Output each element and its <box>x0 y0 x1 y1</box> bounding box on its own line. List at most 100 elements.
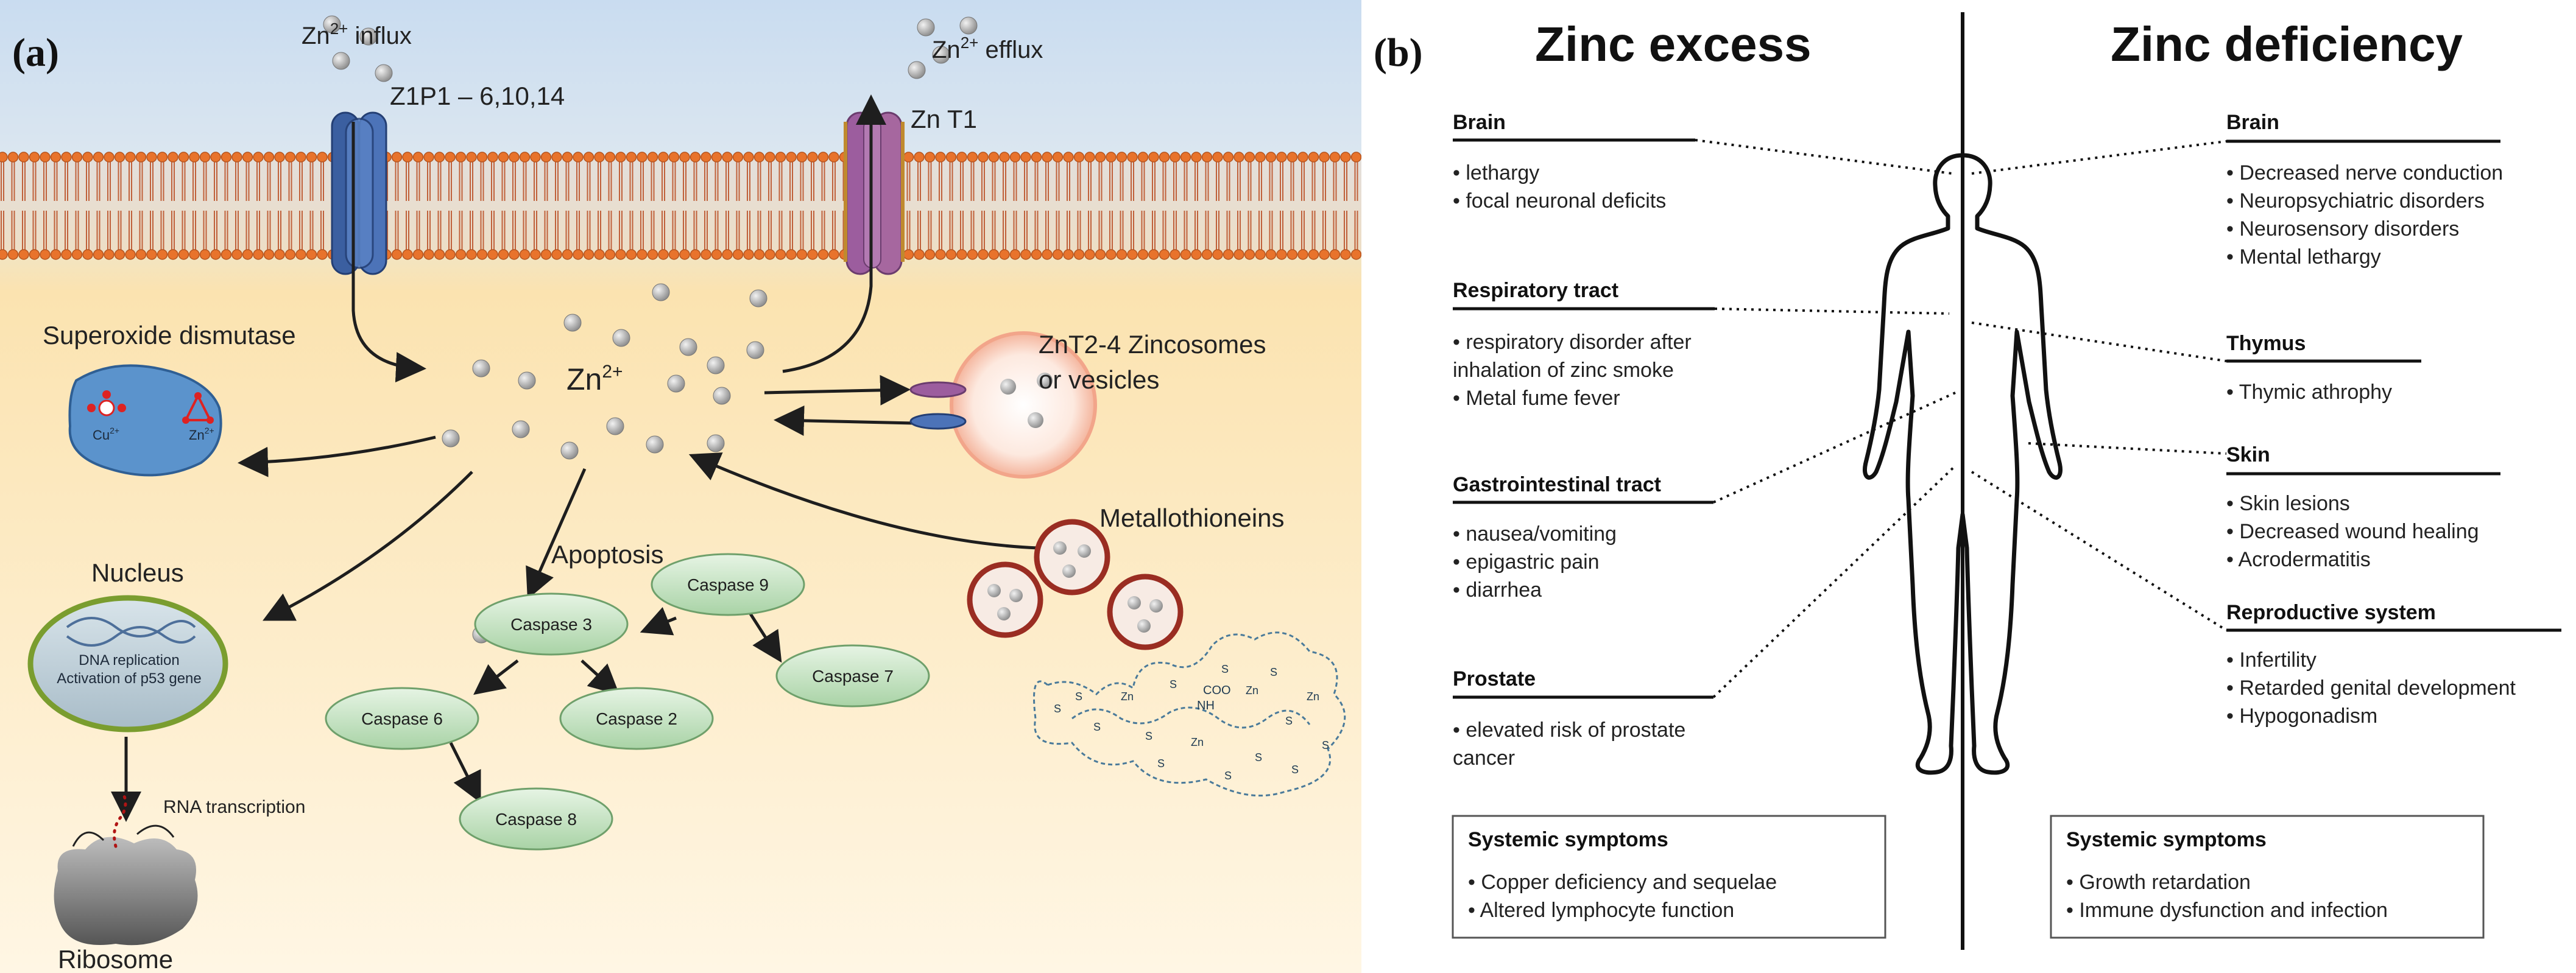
deficiency-thymus: Thymus• Thymic athrophy <box>2226 332 2392 404</box>
svg-text:S: S <box>1054 703 1061 715</box>
p53-activation-label: Activation of p53 gene <box>57 670 202 687</box>
svg-text:S: S <box>1157 757 1165 770</box>
deficiency-systemic-box <box>2050 815 2485 939</box>
zn-influx-label: Zn2+ influx <box>302 19 412 49</box>
svg-text:S: S <box>1093 721 1101 733</box>
caspase-2-node: Caspase 2 <box>559 687 714 750</box>
excess-systemic-title: Systemic symptoms <box>1468 828 1668 851</box>
excess-gastrointestinal: Gastrointestinal tract• nausea/vomiting•… <box>1453 473 1661 602</box>
deficiency-section-rules <box>2226 139 2561 632</box>
zn-center-label: Zn2+ <box>566 362 623 396</box>
metallothioneins-label: Metallothioneins <box>1099 504 1285 532</box>
zinc-excess-title: Zinc excess <box>1535 17 1812 71</box>
excess-respiratory-item: inhalation of zinc smoke <box>1453 359 1674 382</box>
panel-a-letter: (a) <box>12 30 59 75</box>
nucleus-label: Nucleus <box>91 558 184 587</box>
symptom-text: Brain • lethargy • focal neuronal deficits… <box>1453 111 2516 922</box>
nucleus-icon <box>27 595 228 732</box>
svg-text:Zn: Zn <box>1307 690 1319 703</box>
ribosome-label: Ribosome <box>58 945 173 973</box>
excess-prostate: Prostate• elevated risk of prostate canc… <box>1453 667 1685 770</box>
excess-brain-item: • focal neuronal deficits <box>1453 189 1666 213</box>
svg-text:S: S <box>1170 678 1177 690</box>
excess-gastrointestinal-item: • diarrhea <box>1453 578 1542 602</box>
deficiency-systemic-item: • Immune dysfunction and infection <box>2066 899 2388 922</box>
excess-systemic: Systemic symptoms • Copper deficiency and… <box>1468 828 1777 922</box>
metallothionein-vesicle-icons <box>967 519 1184 650</box>
ribosome-icon <box>54 790 198 946</box>
deficiency-brain-item: • Neuropsychiatric disorders <box>2226 189 2485 213</box>
znt1-transporter-label: Zn T1 <box>911 105 977 133</box>
metallothionein-coo-label: COO <box>1203 684 1231 697</box>
deficiency-brain-item: • Neurosensory disorders <box>2226 217 2459 241</box>
apoptosis-label: Apoptosis <box>551 540 663 569</box>
svg-text:S: S <box>1285 715 1293 727</box>
deficiency-brain: Brain • Decreased nerve conduction • Neuro… <box>2226 111 2503 269</box>
excess-systemic-item: • Altered lymphocyte function <box>1468 899 1734 922</box>
panel-b-letter: (b) <box>1374 30 1423 75</box>
znt1-transporter-icon <box>844 111 905 275</box>
excess-prostate-title: Prostate <box>1453 667 1536 690</box>
deficiency-skin-item: • Decreased wound healing <box>2226 520 2479 543</box>
excess-systemic-item: • Copper deficiency and sequelae <box>1468 871 1777 894</box>
deficiency-systemic: Systemic symptoms • Growth retardation • I… <box>2066 828 2388 922</box>
svg-text:Zn: Zn <box>1246 684 1258 697</box>
excess-prostate-item: • elevated risk of prostate <box>1453 718 1685 742</box>
caspase-2-node-label: Caspase 2 <box>596 709 677 728</box>
deficiency-brain-title: Brain <box>2226 111 2279 134</box>
deficiency-skin-title: Skin <box>2226 443 2270 466</box>
caspase-cascade: Caspase 9 Caspase 3 Caspase 7 Caspase 6 Casp… <box>325 553 930 851</box>
svg-text:S: S <box>1075 690 1082 703</box>
excess-respiratory: Respiratory tract• respiratory disorder … <box>1453 279 1692 410</box>
zip-transporter-label: Z1P1 – 6,10,14 <box>390 82 565 110</box>
svg-text:S: S <box>1322 739 1329 751</box>
deficiency-reproductive-item: • Infertility <box>2226 648 2317 672</box>
zinc-deficiency-title: Zinc deficiency <box>2111 17 2463 71</box>
deficiency-reproductive-item: • Hypogonadism <box>2226 704 2377 728</box>
excess-brain-item: • lethargy <box>1453 161 1539 184</box>
deficiency-brain-item: • Mental lethargy <box>2226 245 2381 269</box>
cell-membrane <box>0 152 1361 260</box>
caspase-7-node: Caspase 7 <box>775 644 930 708</box>
svg-text:S: S <box>1224 770 1232 782</box>
caspase-8-node: Caspase 8 <box>459 787 613 851</box>
caspase-7-node-label: Caspase 7 <box>812 667 894 686</box>
sod-cu-label: Cu2+ <box>93 426 119 443</box>
deficiency-reproductive-item: • Retarded genital development <box>2226 676 2516 700</box>
pathway-arrows <box>111 94 1039 822</box>
zincosome-vesicle-icon <box>909 331 1097 479</box>
deficiency-reproductive-title: Reproductive system <box>2226 601 2436 624</box>
zincosome-label-line2: or vesicles <box>1039 365 1159 394</box>
svg-text:S: S <box>1255 751 1262 764</box>
svg-text:Zn: Zn <box>1191 736 1204 748</box>
superoxide-dismutase-icon <box>68 364 222 477</box>
deficiency-skin-item: • Acrodermatitis <box>2226 548 2371 571</box>
svg-text:Zn: Zn <box>1121 690 1134 703</box>
rna-transcription-label: RNA transcription <box>163 797 305 817</box>
deficiency-skin: Skin • Skin lesions • Decreased wound heal… <box>2226 443 2479 571</box>
metallothionein-protein-icon <box>1033 631 1346 797</box>
caspase-6-node-label: Caspase 6 <box>361 709 443 728</box>
svg-text:S: S <box>1270 666 1277 678</box>
caspase-6-node: Caspase 6 <box>325 687 479 750</box>
zn-efflux-label: Zn2+ efflux <box>932 33 1043 63</box>
caspase-9-node-label: Caspase 9 <box>687 575 769 594</box>
deficiency-brain-item: • Decreased nerve conduction <box>2226 161 2503 184</box>
excess-respiratory-item: • respiratory disorder after <box>1453 331 1692 354</box>
excess-gastrointestinal-item: • nausea/vomiting <box>1453 522 1617 546</box>
caspase-3-node: Caspase 3 <box>474 592 629 656</box>
excess-brain: Brain• lethargy• focal neuronal deficits <box>1453 111 1666 213</box>
excess-section-rules <box>1453 138 1715 699</box>
caspase-9-node: Caspase 9 <box>651 553 805 616</box>
deficiency-systemic-title: Systemic symptoms <box>2066 828 2267 851</box>
deficiency-systemic-item: • Growth retardation <box>2066 871 2251 894</box>
caspase-3-node-label: Caspase 3 <box>510 615 592 634</box>
deficiency-thymus-item: • Thymic athrophy <box>2226 381 2392 404</box>
excess-systemic-box <box>1452 815 1886 939</box>
panel-b-zinc-symptoms: (b) Zinc excess Zinc deficiency Brain • l… <box>1361 0 2576 973</box>
excess-respiratory-item: • Metal fume fever <box>1453 387 1620 410</box>
deficiency-skin-item: • Skin lesions <box>2226 492 2350 515</box>
zip-transporter-icon <box>331 111 387 275</box>
